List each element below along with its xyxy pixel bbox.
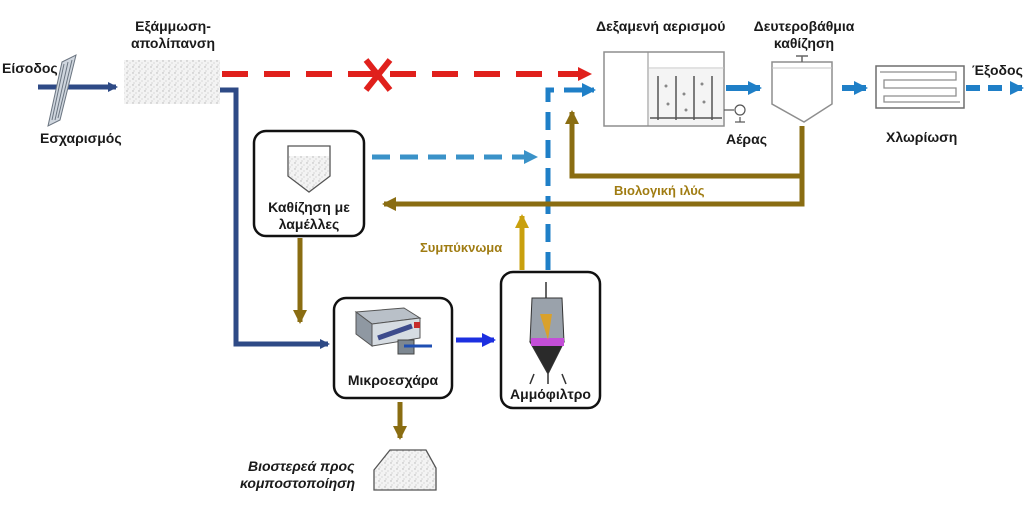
sand-filter-icon xyxy=(529,282,567,385)
drum-screen-icon xyxy=(354,307,432,355)
sand-filter-label: Αμμόφιλτρο xyxy=(510,386,591,402)
secondary-clarifier-label-line1: Δευτεροβάθμια xyxy=(753,18,855,34)
inlet-label: Είσοδος xyxy=(2,60,58,76)
concentrate-label: Συμπύκνωμα xyxy=(420,240,503,255)
blower-icon xyxy=(724,104,746,123)
pile-icon xyxy=(373,449,437,491)
bar-screen-icon xyxy=(47,54,77,127)
serpentine-tank-icon xyxy=(875,65,965,109)
filtrate-line xyxy=(545,83,596,270)
biosolids-label-line2: κομποστοποίηση xyxy=(240,475,356,491)
grit-chamber-icon xyxy=(124,60,220,104)
air-label: Αέρας xyxy=(726,131,767,147)
microscreen-label: Μικροεσχάρα xyxy=(347,372,439,388)
secondary-clarifier-label-line2: καθίζηση xyxy=(773,35,835,51)
screening-label: Εσχαρισμός xyxy=(40,130,122,146)
degritting-label-line2: απολίπανση xyxy=(130,35,215,51)
outlet-label: Έξοδος xyxy=(972,62,1023,78)
chlorination-label: Χλωρίωση xyxy=(886,129,958,145)
lamella-label-line1: Καθίζηση με xyxy=(268,199,350,215)
degritting-to-microscreen-line xyxy=(220,87,330,349)
clarifier-icon xyxy=(771,55,833,123)
sludge-recycle-line xyxy=(382,126,805,211)
lamella-settler-icon xyxy=(287,145,331,193)
biological-sludge-label: Βιολογική ιλύς xyxy=(614,183,705,198)
sludge-to-aeration-line xyxy=(565,110,802,179)
x-mark-icon xyxy=(363,58,393,92)
biosolids-label-line1: Βιοστερεά προς xyxy=(248,458,355,474)
aeration-tank-icon xyxy=(603,51,725,127)
lamella-label-line2: λαμέλλες xyxy=(278,216,340,232)
aeration-tank-label: Δεξαμενή αερισμού xyxy=(596,18,726,34)
degritting-label-line1: Εξάμμωση- xyxy=(135,18,211,34)
